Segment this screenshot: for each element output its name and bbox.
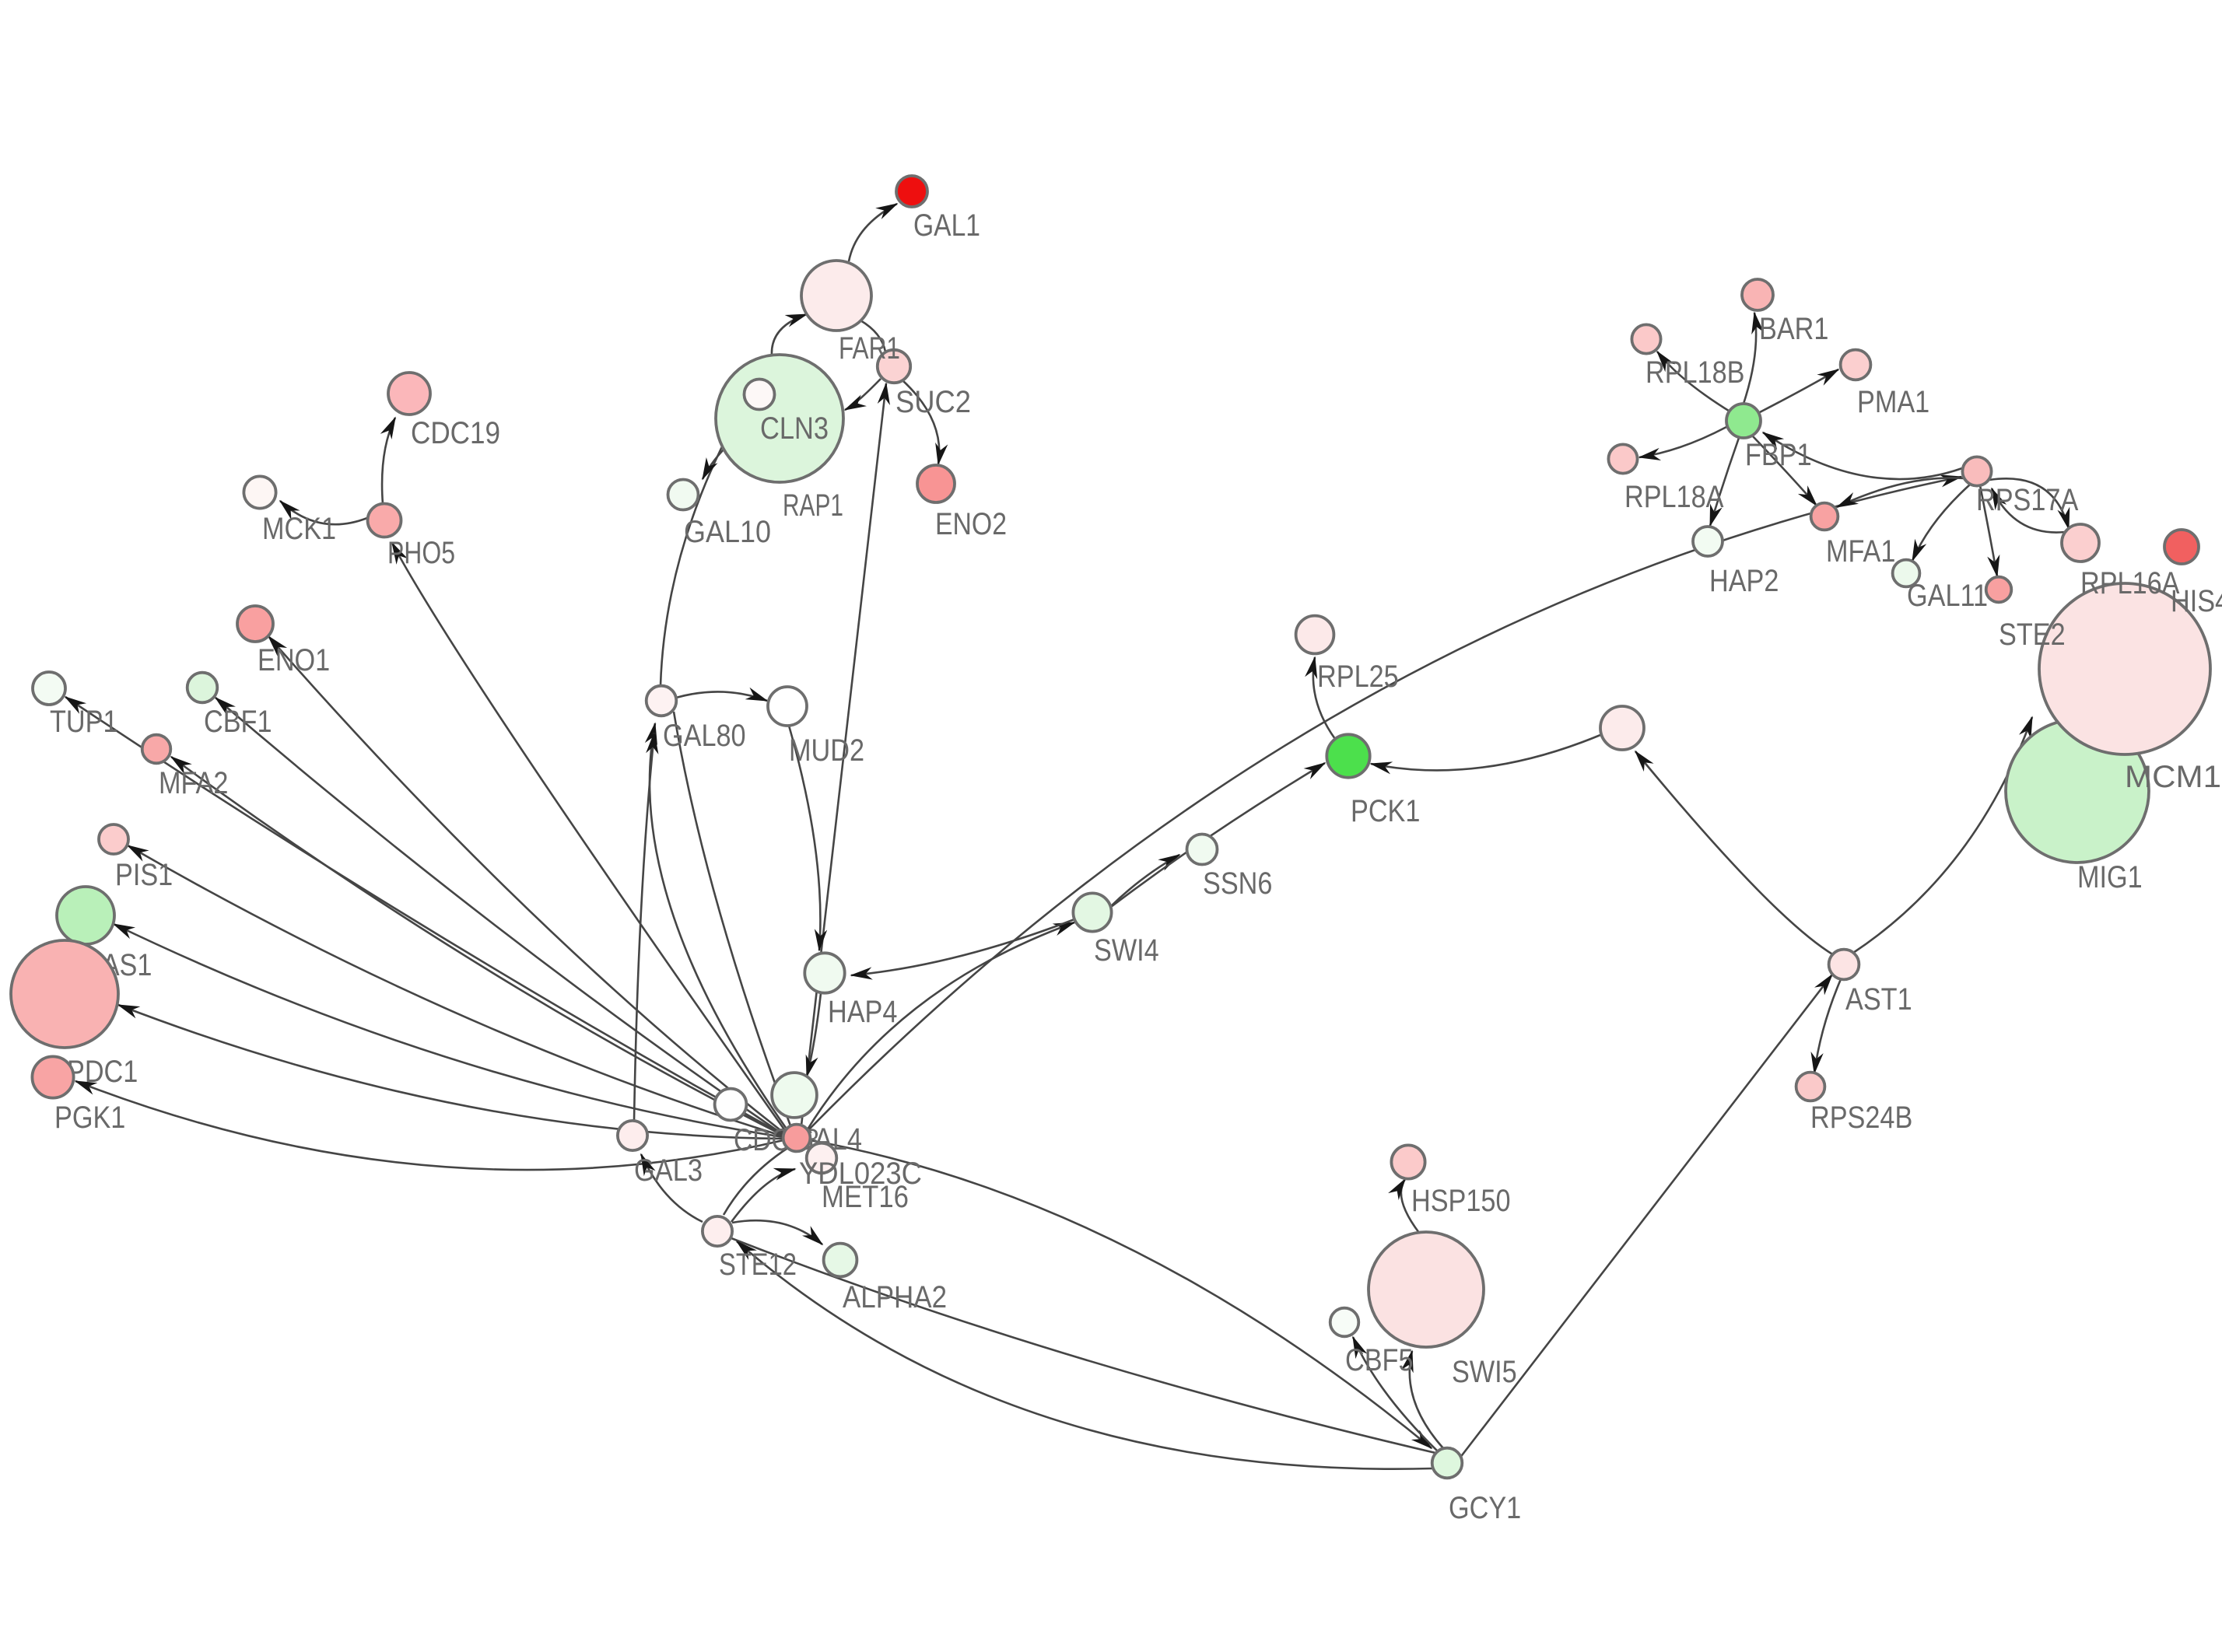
svg-text:PCK1: PCK1 bbox=[1351, 794, 1420, 828]
svg-text:CLN3: CLN3 bbox=[760, 411, 829, 446]
svg-text:PHO5: PHO5 bbox=[387, 536, 455, 570]
svg-text:ALPHA2: ALPHA2 bbox=[843, 1280, 947, 1314]
svg-text:PDC1: PDC1 bbox=[67, 1055, 138, 1089]
svg-text:MFA2: MFA2 bbox=[159, 766, 228, 800]
svg-text:RPS17A: RPS17A bbox=[1976, 483, 2079, 517]
svg-text:HSP150: HSP150 bbox=[1411, 1184, 1511, 1218]
svg-text:BAR1: BAR1 bbox=[1759, 312, 1828, 346]
svg-text:RPL18A: RPL18A bbox=[1624, 480, 1724, 514]
svg-text:ENO2: ENO2 bbox=[935, 507, 1007, 541]
svg-text:CBF5: CBF5 bbox=[1345, 1343, 1414, 1377]
svg-text:YDL023C: YDL023C bbox=[799, 1157, 922, 1191]
svg-text:GAL11: GAL11 bbox=[1907, 579, 1988, 613]
svg-text:AST1: AST1 bbox=[1845, 982, 1912, 1017]
svg-text:GCY1: GCY1 bbox=[1449, 1491, 1521, 1525]
svg-text:ENO1: ENO1 bbox=[258, 643, 330, 677]
svg-text:MCM1: MCM1 bbox=[2125, 760, 2221, 794]
svg-text:FAR1: FAR1 bbox=[839, 331, 900, 366]
svg-text:GAL80: GAL80 bbox=[663, 719, 746, 753]
svg-text:HIS4: HIS4 bbox=[2171, 584, 2222, 618]
svg-text:SUC2: SUC2 bbox=[895, 385, 971, 419]
svg-text:MUD2: MUD2 bbox=[789, 733, 864, 768]
svg-text:SWI4: SWI4 bbox=[1094, 933, 1159, 968]
svg-text:SSN6: SSN6 bbox=[1203, 866, 1272, 901]
svg-text:GAL3: GAL3 bbox=[634, 1153, 703, 1188]
svg-text:MET16: MET16 bbox=[822, 1180, 909, 1214]
svg-text:MCK1: MCK1 bbox=[262, 512, 336, 546]
svg-text:STE2: STE2 bbox=[1999, 618, 2066, 652]
svg-text:SWI5: SWI5 bbox=[1452, 1355, 1517, 1389]
svg-text:GAL1: GAL1 bbox=[913, 208, 980, 243]
svg-text:RPL16A: RPL16A bbox=[2080, 566, 2180, 600]
svg-text:RPL25: RPL25 bbox=[1317, 660, 1399, 694]
svg-text:GAL10: GAL10 bbox=[684, 515, 771, 549]
svg-text:PMA1: PMA1 bbox=[1857, 385, 1929, 419]
svg-text:TUP1: TUP1 bbox=[50, 705, 118, 739]
svg-text:MFA1: MFA1 bbox=[1826, 534, 1895, 569]
svg-text:CBF1: CBF1 bbox=[204, 705, 272, 739]
svg-text:MIG1: MIG1 bbox=[2077, 860, 2143, 894]
svg-text:RPS24B: RPS24B bbox=[1810, 1101, 1912, 1135]
svg-text:HAP2: HAP2 bbox=[1709, 564, 1779, 598]
svg-text:FBP1: FBP1 bbox=[1745, 438, 1812, 472]
svg-text:RAP1: RAP1 bbox=[783, 488, 843, 523]
svg-text:RPL18B: RPL18B bbox=[1645, 355, 1745, 390]
svg-text:CDC19: CDC19 bbox=[411, 416, 500, 450]
svg-text:HAP4: HAP4 bbox=[828, 995, 897, 1029]
svg-text:PIS1: PIS1 bbox=[115, 858, 173, 892]
svg-text:PGK1: PGK1 bbox=[54, 1101, 125, 1135]
svg-text:STE12: STE12 bbox=[719, 1248, 797, 1282]
